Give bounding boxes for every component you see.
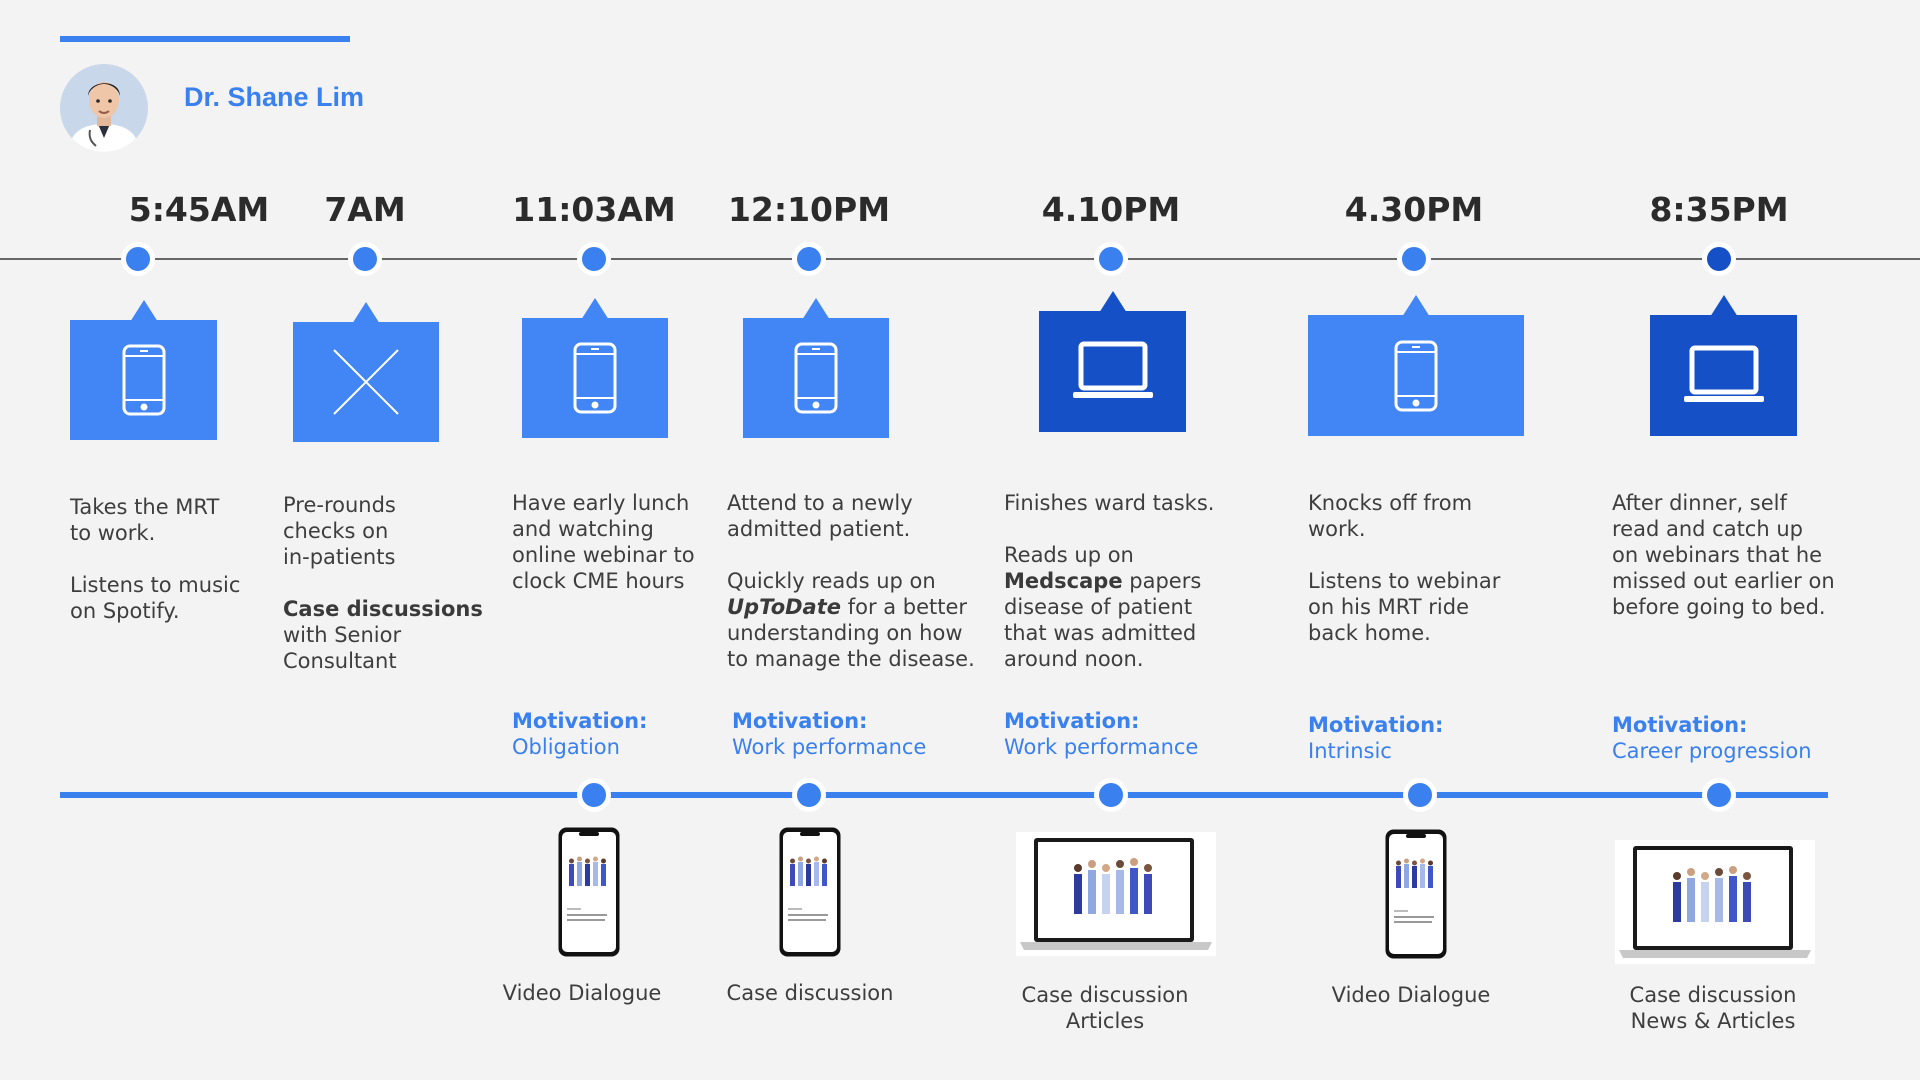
header-accent-bar (60, 36, 350, 42)
motivation: Motivation:Intrinsic (1308, 713, 1444, 763)
device-card (293, 302, 439, 442)
cross-icon (333, 349, 399, 415)
timeline-dot (1094, 242, 1128, 276)
time-label: 4.10PM (1041, 190, 1181, 229)
time-label: 5:45AM (128, 190, 270, 229)
device-card (522, 298, 668, 438)
motivation-timeline-line (60, 792, 1828, 798)
timeline-dot (792, 242, 826, 276)
phone-mockup-icon (1385, 829, 1447, 959)
laptop-mockup (1615, 840, 1815, 968)
device-card (1308, 295, 1524, 436)
motivation-dot (1702, 778, 1736, 812)
device-card (743, 298, 889, 438)
time-label: 12:10PM (727, 190, 891, 229)
event-description: Takes the MRT to work.Listens to music o… (70, 495, 241, 623)
phone-mockup-icon (558, 827, 620, 957)
laptop-mockup (1016, 832, 1216, 960)
persona-name: Dr. Shane Lim (184, 82, 365, 112)
laptop-mockup-icon (1615, 840, 1815, 964)
media-caption: Video Dialogue (1331, 983, 1491, 1007)
event-description: After dinner, self read and catch up on … (1612, 491, 1835, 619)
laptop-icon (1683, 345, 1764, 402)
motivation: Motivation:Career progression (1612, 713, 1812, 763)
motivation-dot (577, 778, 611, 812)
motivation-dot (1403, 778, 1437, 812)
phone-mockup (557, 826, 621, 962)
timeline-dot (1702, 242, 1736, 276)
smartphone-icon (1394, 340, 1438, 411)
media-caption: Video Dialogue (502, 981, 662, 1005)
device-card (70, 300, 217, 440)
doctor-avatar-icon (60, 64, 148, 152)
event-description: Have early lunch and watching online web… (512, 491, 695, 593)
motivation: Motivation:Work performance (1004, 709, 1199, 759)
smartphone-icon (794, 342, 838, 414)
device-card (1650, 295, 1797, 436)
motivation: Motivation:Work performance (732, 709, 927, 759)
time-label: 11:03AM (512, 190, 676, 229)
time-label: 7AM (324, 190, 406, 229)
media-caption: Case discussion (726, 981, 894, 1005)
time-label: 8:35PM (1649, 190, 1789, 229)
phone-mockup (1384, 828, 1448, 964)
timeline-dot (577, 242, 611, 276)
smartphone-icon (573, 342, 617, 414)
timeline-dot (348, 242, 382, 276)
event-description: Finishes ward tasks.Reads up on Medscape… (1004, 491, 1215, 671)
motivation: Motivation:Obligation (512, 709, 648, 759)
motivation-dot (792, 778, 826, 812)
timeline-line (0, 258, 1920, 260)
laptop-icon (1072, 341, 1153, 398)
smartphone-icon (122, 344, 165, 416)
timeline-dot (1397, 242, 1431, 276)
avatar (60, 64, 148, 152)
event-description: Attend to a newly admitted patient.Quick… (727, 491, 975, 671)
laptop-mockup-icon (1016, 832, 1216, 956)
device-card (1039, 291, 1186, 432)
phone-mockup (778, 826, 842, 962)
time-label: 4.30PM (1344, 190, 1484, 229)
timeline-dot (121, 242, 155, 276)
phone-mockup-icon (779, 827, 841, 957)
event-description: Knocks off from work.Listens to webinar … (1308, 491, 1501, 645)
motivation-dot (1094, 778, 1128, 812)
